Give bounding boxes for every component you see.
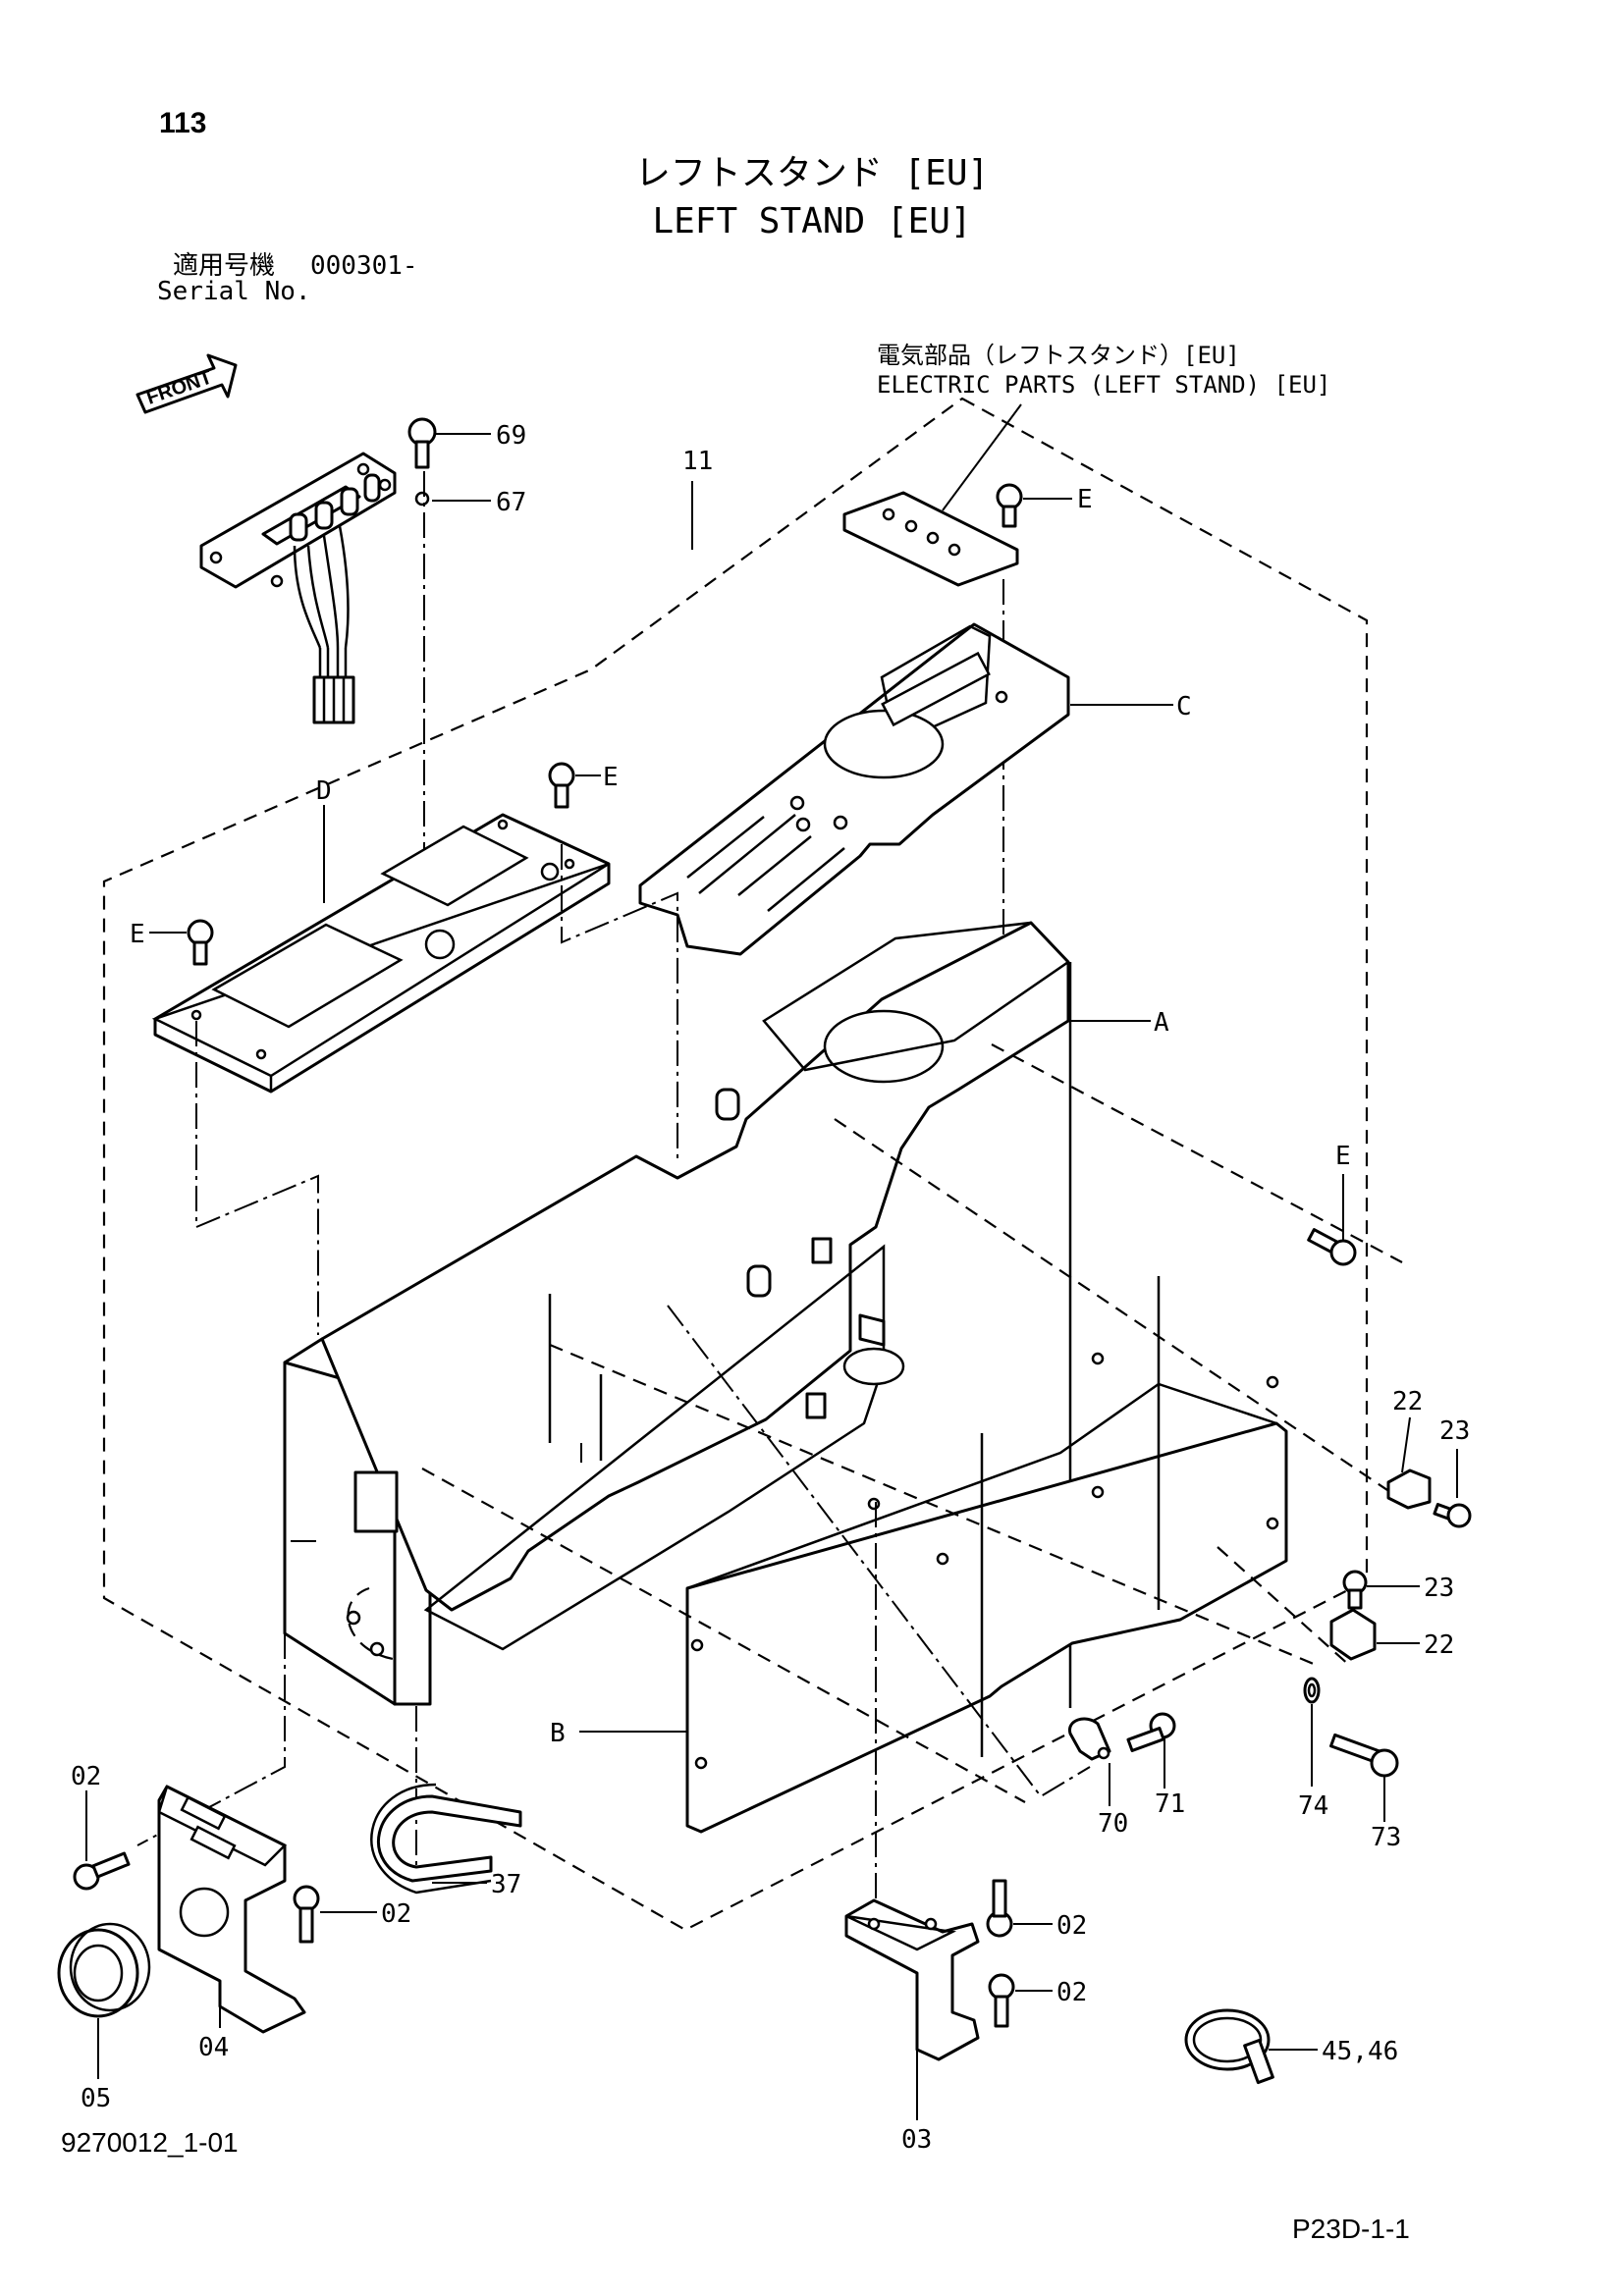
callout-e-top: E	[1077, 485, 1093, 514]
assembly-boundary	[102, 397, 1369, 1932]
callout-a: A	[1154, 1008, 1169, 1038]
bolt-02-upper-right	[986, 1879, 1013, 1938]
serial-label-japanese: 適用号機	[173, 251, 275, 281]
callout-02-mid: 02	[381, 1899, 411, 1929]
switch-panel	[199, 452, 397, 724]
callout-b: B	[550, 1719, 566, 1748]
washer-67	[414, 491, 430, 507]
screw-23-lower	[1342, 1570, 1368, 1610]
callout-d: D	[316, 776, 332, 806]
serial-label-english: Serial No.	[157, 277, 311, 306]
callout-e-right: E	[1335, 1142, 1351, 1171]
screw-e-left	[187, 919, 214, 966]
electric-parts-label-japanese: 電気部品（レフトスタンド）[EU]	[877, 342, 1240, 369]
callout-23-lower: 23	[1424, 1574, 1454, 1603]
drawing-number: 9270012_1-01	[61, 2127, 239, 2158]
bolt-02-left	[73, 1851, 131, 1891]
screw-e-right	[1307, 1228, 1357, 1266]
electric-parts-label-english: ELECTRIC PARTS (LEFT STAND) [EU]	[877, 371, 1330, 399]
callout-02-lower-right: 02	[1056, 1978, 1087, 2007]
screw-e-top	[996, 483, 1023, 528]
callout-e-left: E	[130, 920, 145, 949]
page-number: 113	[159, 107, 206, 139]
main-stand-body-a	[283, 921, 1288, 1834]
washer-74	[1303, 1677, 1321, 1704]
page-code: P23D-1-1	[1292, 2214, 1410, 2244]
cover-plate	[842, 491, 1019, 587]
callout-05: 05	[81, 2084, 111, 2113]
hose-clamp-45-46	[1184, 2008, 1274, 2085]
callout-11: 11	[682, 447, 713, 476]
callout-67: 67	[496, 488, 526, 517]
title-english: LEFT STAND [EU]	[652, 201, 971, 241]
callout-03: 03	[901, 2125, 932, 2155]
callout-23-upper: 23	[1439, 1416, 1470, 1446]
callout-74: 74	[1298, 1791, 1328, 1821]
electric-parts-leader	[942, 403, 1022, 511]
callout-37: 37	[491, 1870, 521, 1899]
bracket-04	[157, 1785, 306, 2034]
top-bracket-c	[638, 622, 1070, 956]
callout-70: 70	[1098, 1809, 1128, 1839]
front-arrow-icon: FRONT	[135, 353, 238, 414]
callout-e-mid: E	[603, 763, 619, 792]
callout-c: C	[1176, 692, 1192, 721]
callout-02-left: 02	[71, 1762, 101, 1791]
clip-22-upper	[1386, 1468, 1432, 1510]
bolt-69	[407, 417, 437, 469]
edge-trim-37	[370, 1783, 522, 1895]
bracket-03	[844, 1898, 980, 2061]
title-japanese: レフトスタンド [EU]	[635, 153, 989, 193]
callout-04: 04	[198, 2033, 229, 2062]
callout-71: 71	[1155, 1789, 1185, 1819]
screw-23-upper	[1433, 1503, 1472, 1528]
serial-value: 000301-	[310, 251, 418, 281]
callout-45-46: 45,46	[1322, 2037, 1398, 2066]
grommet-seal-05	[57, 1922, 151, 2018]
callout-22-lower: 22	[1424, 1630, 1454, 1660]
front-label: FRONT	[143, 366, 214, 408]
clamp-70	[1068, 1717, 1111, 1761]
bolt-73	[1329, 1733, 1399, 1778]
callout-02-upper-right: 02	[1056, 1911, 1087, 1941]
callout-22-upper: 22	[1392, 1387, 1423, 1416]
callout-73: 73	[1371, 1823, 1401, 1852]
screw-e-mid	[548, 762, 575, 809]
bolt-02-lower-right	[988, 1973, 1015, 2028]
bolt-71	[1126, 1712, 1176, 1752]
clip-22-lower	[1329, 1608, 1377, 1661]
callout-69: 69	[496, 421, 526, 451]
bolt-02-right	[293, 1885, 320, 1944]
plate-d	[151, 813, 611, 1094]
